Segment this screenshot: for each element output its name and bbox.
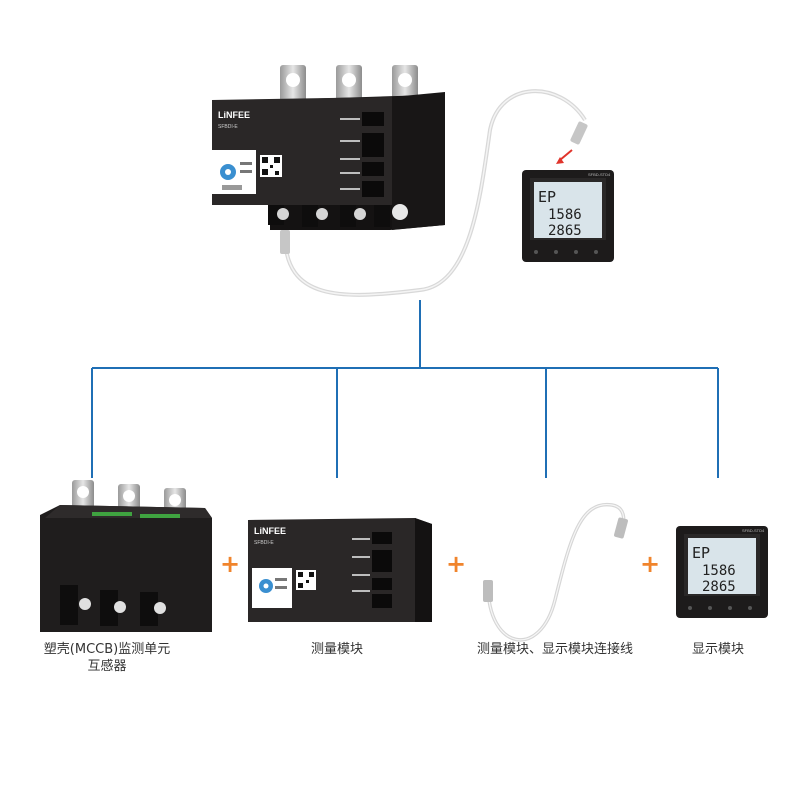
module-brand-logo: LiNFEE — [254, 526, 286, 536]
terminal-lug — [280, 65, 306, 107]
main-assembly-device: LiNFEE SFBDI-E — [212, 65, 445, 230]
module-model: SFBDI-E — [218, 124, 238, 130]
display-readout-line2: 1586 — [702, 563, 736, 579]
main-display-module: EP 1586 2865 SFBD-STD4 — [522, 170, 614, 262]
mccb-sensor-icon — [40, 480, 212, 632]
display-readout-line1: EP — [692, 544, 710, 562]
display-readout-line1: EP — [538, 188, 556, 206]
plus-sign: + — [220, 550, 241, 578]
display-readout-line3: 2865 — [702, 579, 736, 595]
caption-mccb-sensor: 塑壳(MCCB)监测单元 互感器 — [22, 641, 192, 675]
display-readout-line2: 1586 — [548, 207, 582, 223]
caption-connection-cable: 测量模块、显示模块连接线 — [455, 641, 655, 658]
connection-cable-icon — [483, 502, 628, 642]
measurement-module-body — [212, 97, 392, 205]
plus-sign: + — [640, 550, 661, 578]
display-module-icon: EP 1586 2865 SFBD-STD4 — [676, 526, 768, 618]
rj45-plug-icon — [570, 121, 588, 145]
caption-line: 测量模块 — [310, 642, 363, 657]
display-model: SFBD-STD4 — [588, 172, 611, 177]
brand-logo: LiNFEE — [218, 110, 250, 120]
display-readout-line3: 2865 — [548, 223, 582, 239]
caption-line: 显示模块 — [691, 642, 744, 657]
caption-display-module: 显示模块 — [673, 641, 763, 658]
caption-line: 互感器 — [87, 659, 127, 674]
connector-lines — [91, 300, 719, 478]
terminal-lug — [336, 65, 362, 107]
plus-sign: + — [446, 550, 467, 578]
measurement-module-icon: LiNFEE SFBDI-E — [248, 518, 432, 622]
module-model-label: SFBDI-E — [254, 540, 274, 546]
caption-measurement-module: 测量模块 — [287, 641, 387, 658]
caption-line: 塑壳(MCCB)监测单元 — [43, 642, 171, 657]
rj45-plug-icon — [280, 230, 290, 254]
caption-line: 测量模块、显示模块连接线 — [476, 642, 633, 657]
display-model: SFBD-STD4 — [742, 528, 765, 533]
red-arrow-icon — [556, 149, 573, 164]
